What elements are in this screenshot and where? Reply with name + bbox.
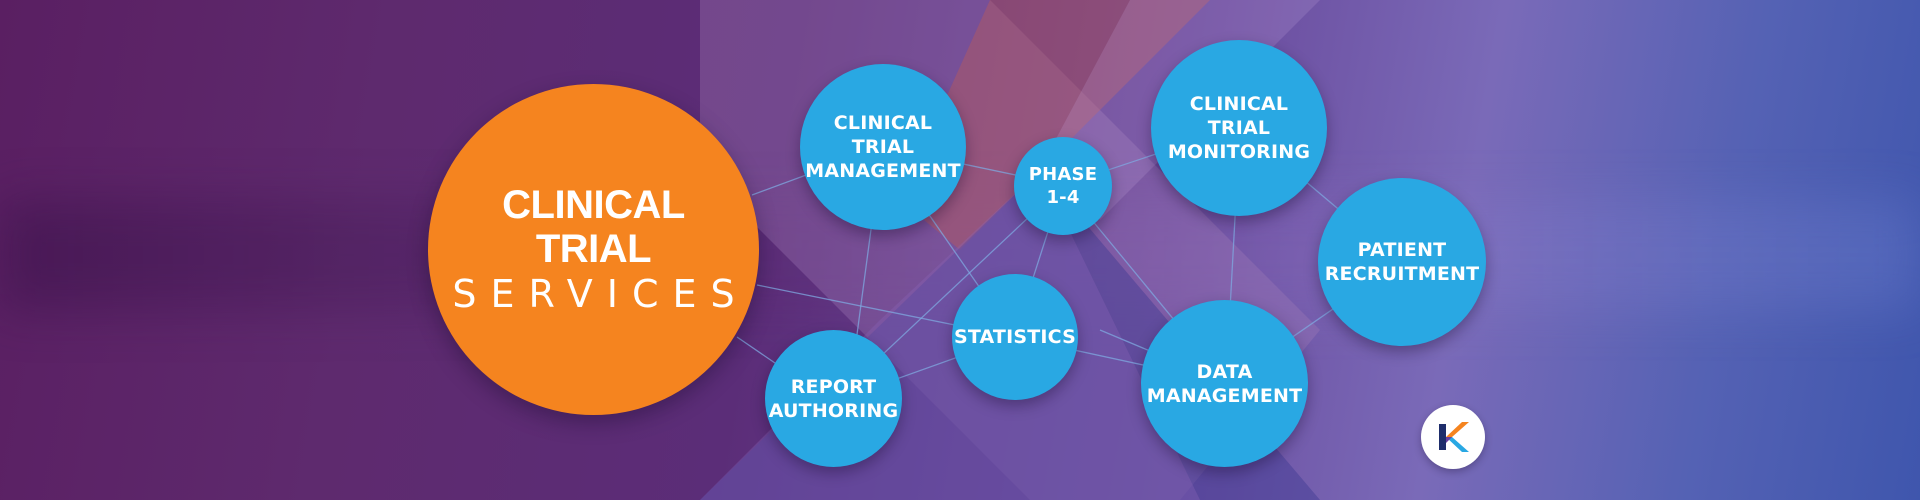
node-label: RECRUITMENT	[1324, 263, 1480, 285]
node-clinical-trial-monitoring: CLINICAL TRIAL MONITORING	[1151, 40, 1327, 216]
node-label: MONITORING	[1167, 141, 1311, 163]
node-label: MANAGEMENT	[805, 160, 961, 182]
node-statistics: STATISTICS	[952, 274, 1078, 400]
node-label: 1-4	[1046, 187, 1080, 208]
background-blur-band	[0, 200, 1920, 310]
central-circle: CLINICAL TRIAL SERVICES	[428, 84, 759, 415]
node-label: MANAGEMENT	[1146, 384, 1303, 407]
node-label: DATA	[1196, 360, 1253, 383]
node-patient-recruitment: PATIENT RECRUITMENT	[1318, 178, 1486, 346]
node-data-management: DATA MANAGEMENT	[1141, 300, 1308, 467]
node-label: PHASE	[1028, 164, 1098, 185]
node-label: CLINICAL TRIAL	[1189, 93, 1289, 139]
central-subtitle: SERVICES	[452, 271, 749, 316]
node-label: AUTHORING	[768, 399, 899, 422]
node-phase-1-4: PHASE 1-4	[1014, 137, 1112, 235]
node-label: STATISTICS	[953, 326, 1077, 348]
node-label: CLINICAL TRIAL	[833, 112, 933, 158]
k-logo-icon	[1421, 405, 1485, 469]
node-clinical-trial-management: CLINICAL TRIAL MANAGEMENT	[800, 64, 966, 230]
node-label: REPORT	[790, 375, 877, 398]
node-label: PATIENT	[1357, 239, 1447, 261]
node-report-authoring: REPORT AUTHORING	[765, 330, 902, 467]
central-title: CLINICAL TRIAL	[502, 182, 685, 271]
k-logo-glyph	[1439, 422, 1469, 452]
